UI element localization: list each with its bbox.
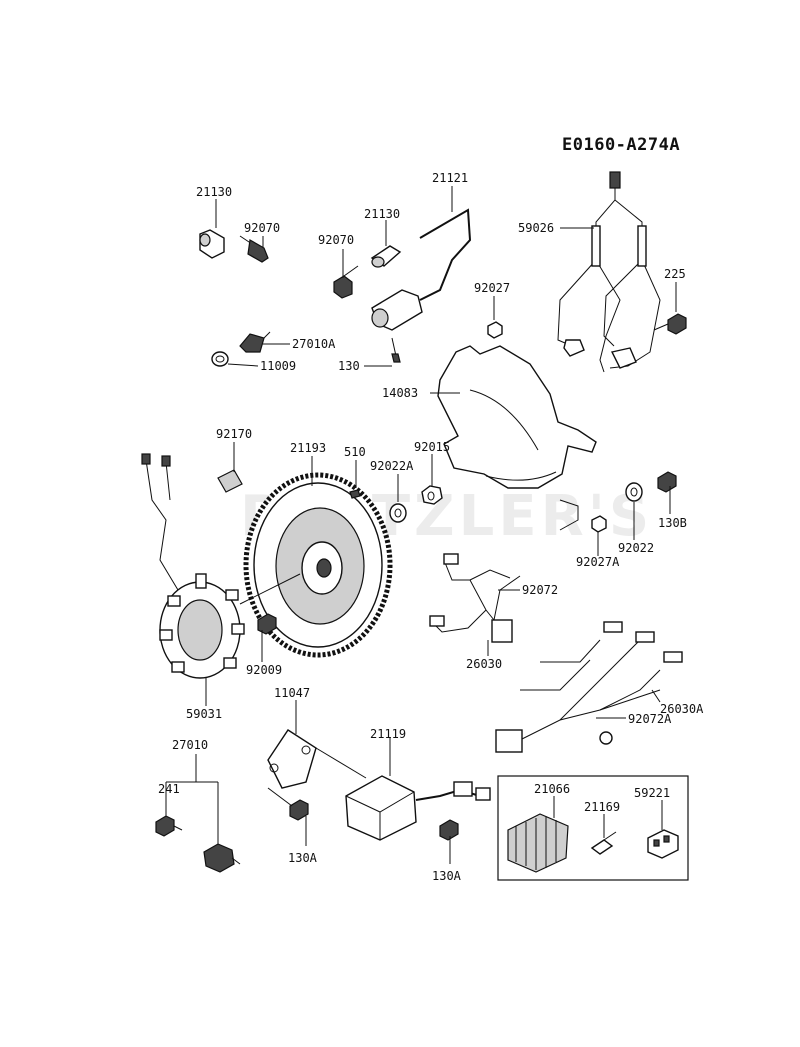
wiring-harness-59026: [557, 171, 661, 373]
spark-plug-right: [333, 265, 359, 299]
label-59026: 59026: [518, 221, 554, 235]
bolt-130a-left: [289, 799, 309, 821]
label-59221: 59221: [634, 786, 670, 800]
bolt-130a-right: [439, 819, 459, 841]
label-92027: 92027: [474, 281, 510, 295]
label-27010: 27010: [172, 738, 208, 752]
label-21121: 21121: [432, 171, 468, 185]
washer-92022a: [389, 503, 407, 523]
label-11047: 11047: [274, 686, 310, 700]
label-92022: 92022: [618, 541, 654, 555]
bolt-130b: [657, 471, 677, 493]
label-241: 241: [158, 782, 180, 796]
rectifier-21066: [507, 813, 569, 873]
wiring-harness-26030: [429, 553, 521, 643]
bolt-225: [653, 313, 687, 335]
label-21130-right: 21130: [364, 207, 400, 221]
label-26030A: 26030A: [660, 702, 704, 716]
inset-box: 21066 21169 59221: [497, 775, 689, 881]
label-92027A: 92027A: [576, 555, 620, 569]
spark-plug-cap-left: [199, 229, 225, 259]
label-92070-left: 92070: [244, 221, 280, 235]
label-21169: 21169: [584, 800, 620, 814]
switch-27010: [203, 843, 241, 873]
flywheel-cover-14083: [437, 345, 597, 531]
bolt-241: [155, 815, 183, 837]
label-92072: 92072: [522, 583, 558, 597]
washer-92022: [625, 482, 643, 502]
flywheel-21193: [243, 472, 393, 658]
label-130: 130: [338, 359, 360, 373]
label-21193: 21193: [290, 441, 326, 455]
stator-59031: [141, 453, 245, 679]
switch-27010a: [239, 331, 271, 353]
nut-92015: [421, 485, 443, 505]
label-130A-right: 130A: [432, 869, 462, 883]
label-92070-right: 92070: [318, 233, 354, 247]
label-92170: 92170: [216, 427, 252, 441]
diagram-code: E0160-A274A: [562, 135, 680, 155]
label-130A-left: 130A: [288, 851, 318, 865]
spark-plug-cap-right: [370, 245, 402, 268]
label-11009: 11009: [260, 359, 296, 373]
label-21119: 21119: [370, 727, 406, 741]
label-27010A: 27010A: [292, 337, 336, 351]
spark-plug-left: [239, 235, 269, 263]
label-92015: 92015: [414, 440, 450, 454]
label-21066: 21066: [534, 782, 570, 796]
label-225: 225: [664, 267, 686, 281]
label-92072A: 92072A: [628, 712, 672, 726]
connector-59221: [647, 829, 679, 859]
label-130B: 130B: [658, 516, 687, 530]
key-92170: [217, 469, 243, 493]
label-14083: 14083: [382, 386, 418, 400]
bolt-92009: [257, 613, 277, 650]
washer-11009: [211, 351, 229, 367]
wiring-harness-26030a: [495, 621, 683, 753]
collar-92027: [487, 321, 503, 339]
label-26030: 26030: [466, 657, 502, 671]
label-21130-left: 21130: [196, 185, 232, 199]
label-510: 510: [344, 445, 366, 459]
regulator-21119: [345, 775, 491, 841]
label-92009: 92009: [246, 663, 282, 677]
key-510: [349, 489, 361, 499]
ignition-coil: [371, 208, 472, 363]
label-59031: 59031: [186, 707, 222, 721]
label-92022A: 92022A: [370, 459, 414, 473]
bracket-11047: [267, 729, 317, 789]
collar-92027a: [591, 515, 607, 533]
terminal-21169: [590, 831, 617, 855]
